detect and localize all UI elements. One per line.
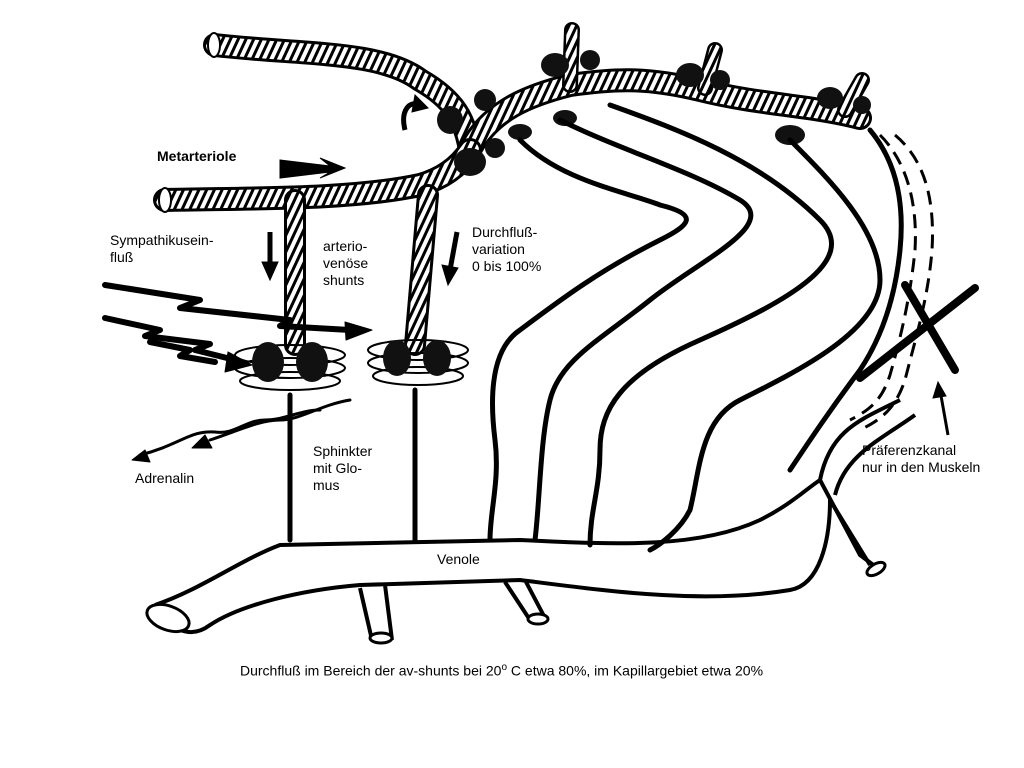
sympathetic-nerve-bolts <box>102 282 373 463</box>
flow-arrows <box>261 93 950 436</box>
caption-prefix: Durchfluß im Bereich der av-shunts bei 2… <box>240 662 502 679</box>
blocked-cross <box>856 281 979 382</box>
durchfluss-variation-label: Durchfluß- variation 0 bis 100% <box>472 224 542 274</box>
metarteriole-label: Metarteriole <box>157 148 237 164</box>
praeferenzkanal-label: Präferenzkanal nur in den Muskeln <box>862 442 981 475</box>
figure-caption: Durchfluß im Bereich der av-shunts bei 2… <box>240 662 763 679</box>
caption-suffix: C etwa 80%, im Kapillargebiet etwa 20% <box>507 662 764 679</box>
adrenalin-label: Adrenalin <box>135 470 195 486</box>
venule-vessel <box>153 398 917 641</box>
venole-label: Venole <box>437 551 480 567</box>
av-shunts-label: arterio- venöse shunts <box>323 238 369 288</box>
capillaries <box>287 102 904 553</box>
sphinkter-label: Sphinkter mit Glo- mus <box>313 443 373 493</box>
caption-degree: o <box>501 662 508 673</box>
preference-channel <box>849 133 934 432</box>
sympathikus-label: Sympathikusein- fluß <box>110 232 214 265</box>
venule-end-caps <box>145 560 887 645</box>
arteriole-vessels <box>153 22 872 356</box>
glomus-sphincters <box>234 339 469 391</box>
